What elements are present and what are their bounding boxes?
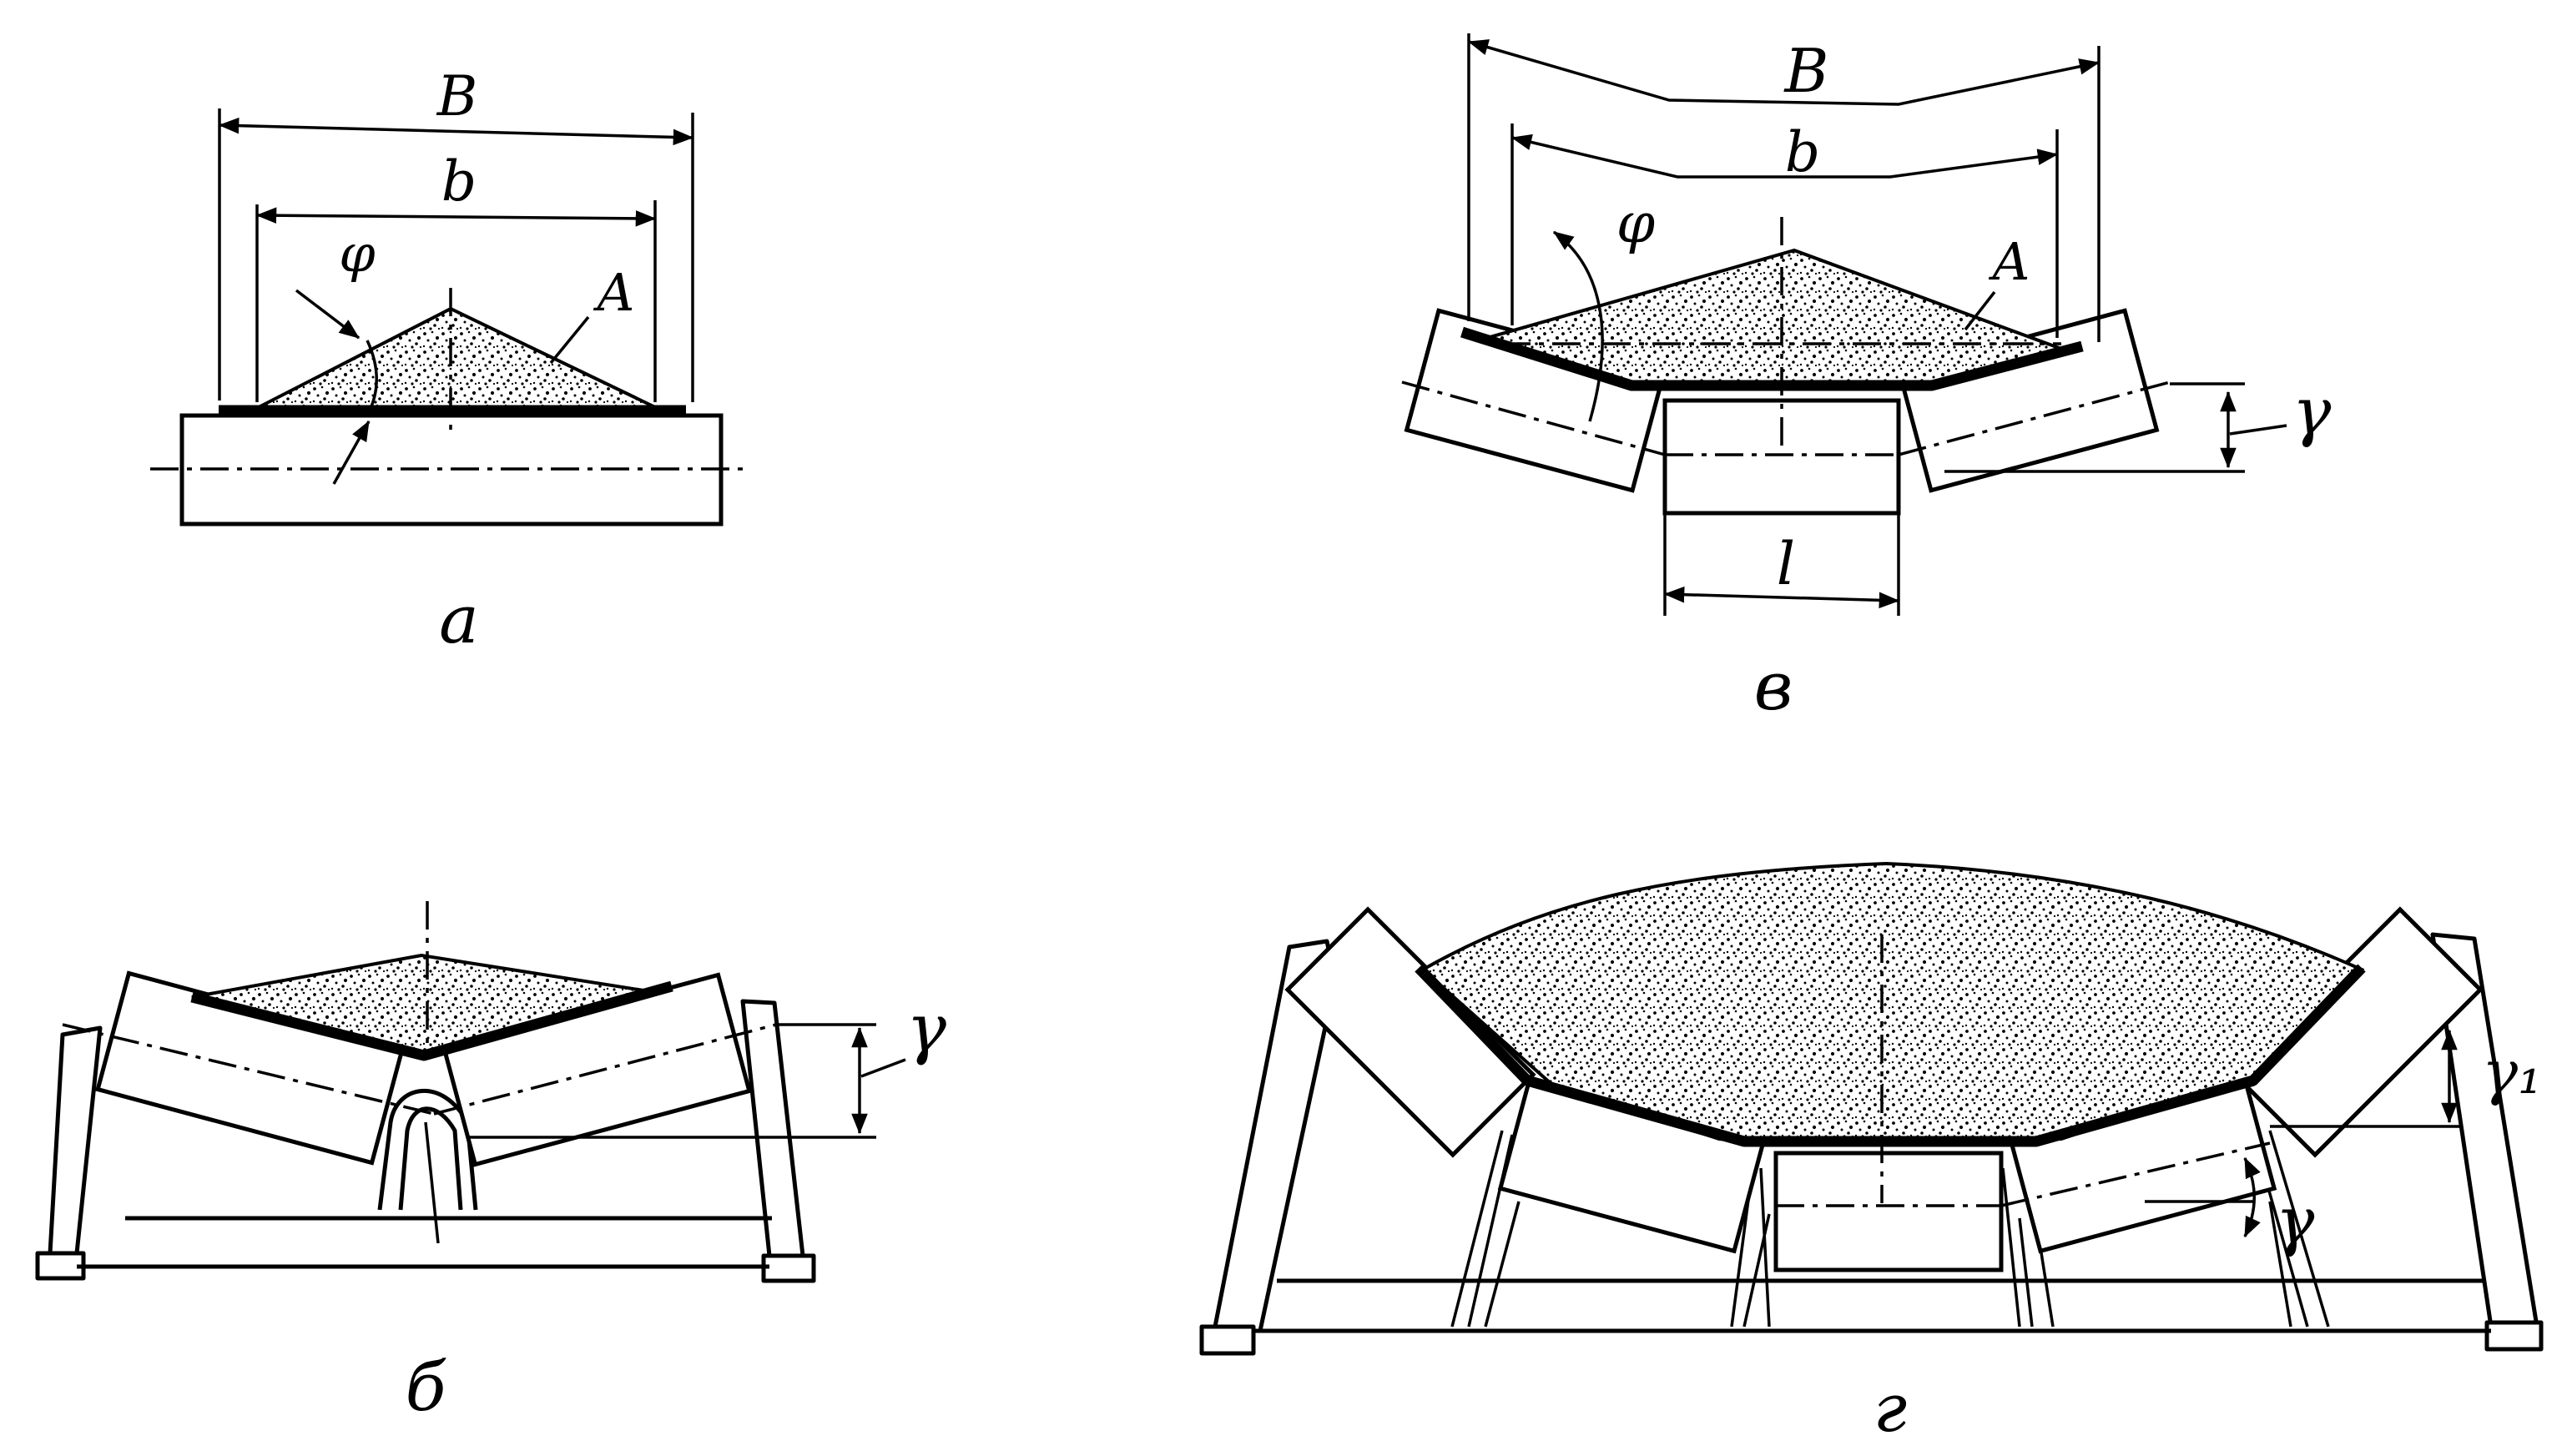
figure-b-caption: б — [406, 1348, 447, 1426]
figure-a-angle-arc — [366, 340, 378, 416]
figure-a-label-A: A — [593, 262, 635, 323]
figure-b: γ б — [35, 901, 946, 1426]
figure-v-dimension-gamma — [1944, 382, 2287, 473]
figure-g-rollers — [1284, 906, 2484, 1272]
figure-g-belt — [1415, 964, 2366, 1147]
figure-v-label-b: b — [1785, 120, 1820, 184]
figure-a-dimension-b — [255, 200, 657, 402]
figure-g-caption: г — [1874, 1369, 1907, 1447]
figure-g-label-gamma: γ — [2276, 1184, 2315, 1259]
figure-a-roller — [150, 413, 751, 526]
figure-a-label-phi: φ — [339, 223, 376, 284]
figure-a: B b φ A а — [150, 64, 751, 658]
figure-b-frame — [35, 999, 816, 1283]
figure-a-dimension-B — [218, 108, 694, 402]
figure-b-dimension-gamma — [851, 1026, 906, 1135]
figure-g: γ₁ γ г — [1199, 861, 2544, 1447]
figure-v-label-B: B — [1783, 36, 1829, 106]
figure-g-material-pile — [1420, 861, 2365, 1147]
figure-v-dimension-b — [1510, 123, 2059, 338]
figure-v-caption: в — [1754, 647, 1793, 725]
figure-v-dimension-l — [1663, 513, 1900, 616]
figure-g-frame — [1199, 932, 2544, 1356]
figure-g-dimension-gamma — [2243, 1156, 2261, 1238]
figure-a-caption: а — [439, 581, 479, 658]
figure-a-label-b: b — [441, 149, 477, 214]
figure-v-label-phi: φ — [1616, 191, 1655, 255]
figure-v-label-l: l — [1777, 530, 1795, 598]
figure-a-label-B: B — [436, 64, 478, 128]
figure-v-dimension-B — [1467, 33, 2101, 342]
figure-b-label-gamma: γ — [906, 990, 946, 1067]
figure-a-material-pile — [258, 306, 656, 409]
figure-v-label-A: A — [1989, 231, 2030, 292]
figure-v-label-gamma: γ — [2292, 375, 2332, 450]
figure-v: B b φ A γ l в — [1401, 33, 2332, 725]
figure-g-label-gamma1: γ₁ — [2482, 1037, 2542, 1107]
figure-b-belt — [190, 980, 673, 1061]
